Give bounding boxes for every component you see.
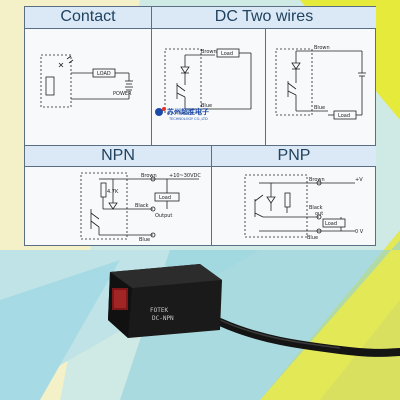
dc-right-blue-label: Blue bbox=[314, 105, 325, 111]
contact-diagram: LOAD POWER bbox=[40, 54, 133, 108]
pnp-diagram: Brown +V Black out Load Blue 0 V bbox=[244, 174, 364, 241]
npn-output-label: Output bbox=[155, 213, 172, 219]
header-dc-two-wires: DC Two wires bbox=[152, 7, 376, 29]
dc-right-brown-label: Brown bbox=[314, 45, 330, 51]
dc-two-wires-left-diagram: Brown Blue Load bbox=[164, 48, 252, 114]
dc-left-load-label: Load bbox=[221, 51, 233, 57]
pnp-brown-label: Brown bbox=[309, 177, 325, 183]
divider bbox=[151, 7, 152, 145]
npn-voltage-label: +10~30VDC bbox=[169, 173, 201, 179]
watermark-logo: 苏州超胜电子 TECHNOLOGY CO.,LTD bbox=[155, 107, 209, 121]
contact-power-label: POWER bbox=[113, 91, 132, 97]
npn-load-label: Load bbox=[159, 195, 171, 201]
divider bbox=[211, 145, 212, 245]
dc-left-blue-label: Blue bbox=[201, 103, 212, 109]
pnp-load-label: Load bbox=[325, 221, 337, 227]
contact-load-label: LOAD bbox=[97, 71, 111, 77]
header-contact: Contact bbox=[25, 7, 151, 29]
npn-black-label: Black bbox=[135, 203, 149, 209]
dc-two-wires-right-diagram: Brown Blue Load bbox=[275, 45, 366, 120]
npn-diagram: Brown +10~30VDC 4.7K Load Black Output B… bbox=[80, 172, 201, 243]
wiring-panel: Contact DC Two wires NPN PNP LOAD POWER bbox=[24, 6, 376, 246]
dc-right-load-label: Load bbox=[338, 113, 350, 119]
pnp-out-label: out bbox=[315, 211, 323, 217]
npn-resistor-label: 4.7K bbox=[107, 189, 119, 195]
npn-brown-label: Brown bbox=[141, 173, 157, 179]
dc-left-brown-label: Brown bbox=[201, 49, 217, 55]
watermark-cn: 苏州超胜电子 bbox=[167, 107, 209, 116]
watermark-en: TECHNOLOGY CO.,LTD bbox=[168, 117, 208, 121]
pnp-plus-v-label: +V bbox=[355, 177, 363, 183]
header-pnp: PNP bbox=[212, 145, 376, 167]
pnp-blue-label: Blue bbox=[307, 235, 318, 241]
divider bbox=[265, 29, 266, 145]
pnp-black-label: Black bbox=[309, 205, 323, 211]
header-npn: NPN bbox=[25, 145, 211, 167]
npn-blue-label: Blue bbox=[139, 237, 150, 243]
pnp-zero-v-label: 0 V bbox=[355, 229, 364, 235]
